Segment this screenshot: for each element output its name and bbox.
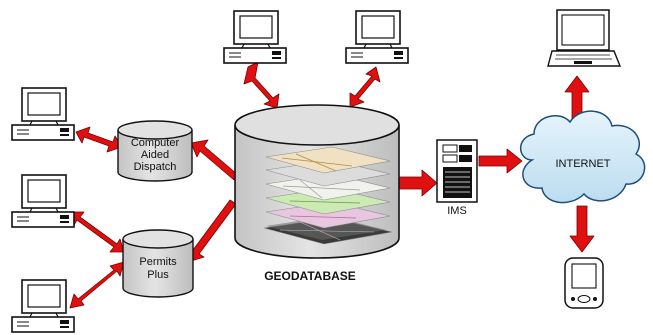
workstation-top-left-icon: [223, 10, 287, 64]
ims-server-icon: [436, 139, 478, 203]
arrow-workstation-top-right-geodatabase: [349, 66, 381, 108]
arrow-geodatabase-ims: [397, 169, 438, 197]
arrow-ims-internet: [478, 148, 523, 174]
cad-database: Computer Aided Dispatch: [117, 120, 193, 182]
cad-label-line1: Computer: [131, 137, 180, 149]
workstation-left-1-icon: [11, 87, 75, 141]
arrow-geodatabase-cad: [190, 139, 239, 181]
permits-label-line2: Plus: [147, 269, 169, 281]
arrow-permits-workstation-2: [69, 211, 125, 253]
laptop-icon: [547, 9, 622, 67]
arrow-workstation-top-left-geodatabase: [243, 61, 280, 109]
internet-label: INTERNET: [556, 158, 611, 170]
geodatabase-cylinder: [234, 104, 400, 259]
permits-database: Permits Plus: [122, 229, 194, 298]
workstation-left-3-icon: [11, 279, 75, 333]
arrow-geodatabase-permits: [186, 199, 237, 263]
workstation-top-right-icon: [345, 10, 409, 64]
arrow-cad-workstation-1: [75, 126, 123, 153]
map-layers-icon: [263, 146, 393, 245]
ims-label: IMS: [447, 205, 467, 217]
arrow-permits-workstation-3: [69, 261, 125, 309]
internet-cloud-icon: INTERNET: [519, 110, 646, 204]
cad-label-line2: Aided: [141, 149, 169, 161]
cad-label-line3: Dispatch: [134, 161, 177, 173]
handheld-device-icon: [564, 257, 604, 309]
workstation-left-2-icon: [11, 174, 75, 228]
arrow-internet-handheld: [569, 205, 595, 253]
permits-label-line1: Permits: [139, 256, 177, 268]
geodatabase-label: GEODATABASE: [264, 269, 356, 283]
